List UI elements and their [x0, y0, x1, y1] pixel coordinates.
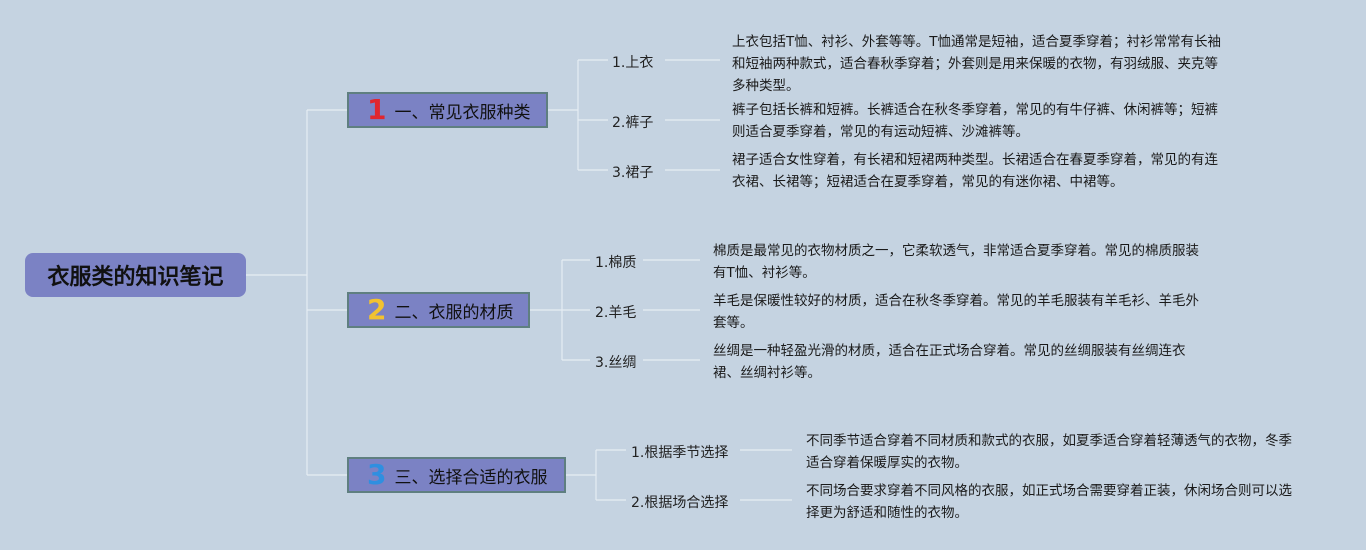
note-skirts: 裙子适合女性穿着，有长裙和短裙两种类型。长裙适合在春夏季穿着，常见的有连衣裙、长… [732, 152, 1218, 190]
branch-number-badge: 2 [367, 293, 387, 326]
branch-title: 二、衣服的材质 [394, 302, 514, 323]
subtopic-silk[interactable]: 3.丝绸 [595, 355, 637, 371]
subtopic-skirts[interactable]: 3.裙子 [612, 165, 654, 181]
branch-title: 三、选择合适的衣服 [394, 467, 548, 488]
subtopic-cotton[interactable]: 1.棉质 [595, 255, 637, 271]
subtopic-pants[interactable]: 2.裤子 [612, 115, 654, 131]
branch-number-badge: 3 [367, 458, 387, 491]
note-by-season: 不同季节适合穿着不同材质和款式的衣服，如夏季适合穿着轻薄透气的衣物，冬季适合穿着… [806, 433, 1292, 471]
note-by-occasion: 不同场合要求穿着不同风格的衣服，如正式场合需要穿着正装，休闲场合则可以选择更为舒… [806, 483, 1292, 521]
subtopic-by-season[interactable]: 1.根据季节选择 [631, 445, 729, 461]
subtopic-tops[interactable]: 1.上衣 [612, 55, 654, 71]
branch-choosing-clothes[interactable]: 3 三、选择合适的衣服 [347, 457, 566, 493]
note-wool: 羊毛是保暖性较好的材质，适合在秋冬季穿着。常见的羊毛服装有羊毛衫、羊毛外套等。 [713, 293, 1199, 331]
branch-title: 一、常见衣服种类 [394, 102, 531, 123]
subtopic-wool[interactable]: 2.羊毛 [595, 305, 637, 321]
root-topic[interactable]: 衣服类的知识笔记 [25, 253, 246, 297]
subtopic-by-occasion[interactable]: 2.根据场合选择 [631, 495, 729, 511]
note-pants: 裤子包括长裤和短裤。长裤适合在秋冬季穿着，常见的有牛仔裤、休闲裤等；短裤则适合夏… [732, 102, 1218, 140]
note-cotton: 棉质是最常见的衣物材质之一，它柔软透气，非常适合夏季穿着。常见的棉质服装有T恤、… [713, 243, 1199, 281]
root-title: 衣服类的知识笔记 [47, 265, 224, 290]
branch-common-clothing-types[interactable]: 1 一、常见衣服种类 [347, 92, 548, 128]
branch-number-badge: 1 [367, 93, 387, 126]
note-silk: 丝绸是一种轻盈光滑的材质，适合在正式场合穿着。常见的丝绸服装有丝绸连衣裙、丝绸衬… [713, 343, 1186, 381]
branch-clothing-materials[interactable]: 2 二、衣服的材质 [347, 292, 530, 328]
note-tops: 上衣包括T恤、衬衫、外套等等。T恤通常是短袖，适合夏季穿着；衬衫常常有长袖和短袖… [732, 34, 1221, 94]
